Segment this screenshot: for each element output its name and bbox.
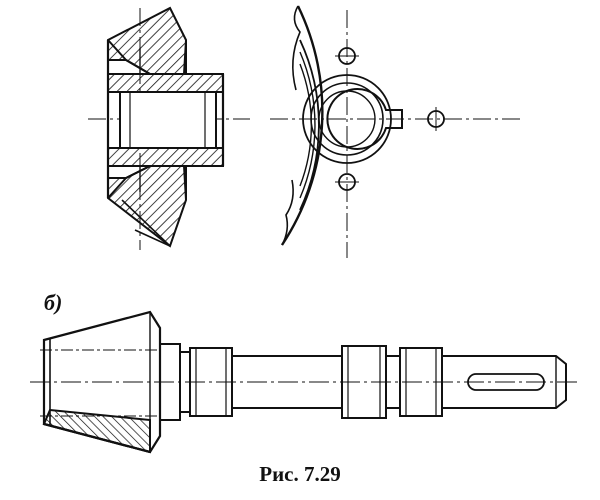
pinion-shaft-view (30, 310, 580, 454)
gear-end-view (270, 5, 520, 258)
part-label: б) (44, 290, 63, 315)
gear-section-view (88, 6, 250, 250)
figure-caption: Рис. 7.29 (259, 462, 341, 486)
